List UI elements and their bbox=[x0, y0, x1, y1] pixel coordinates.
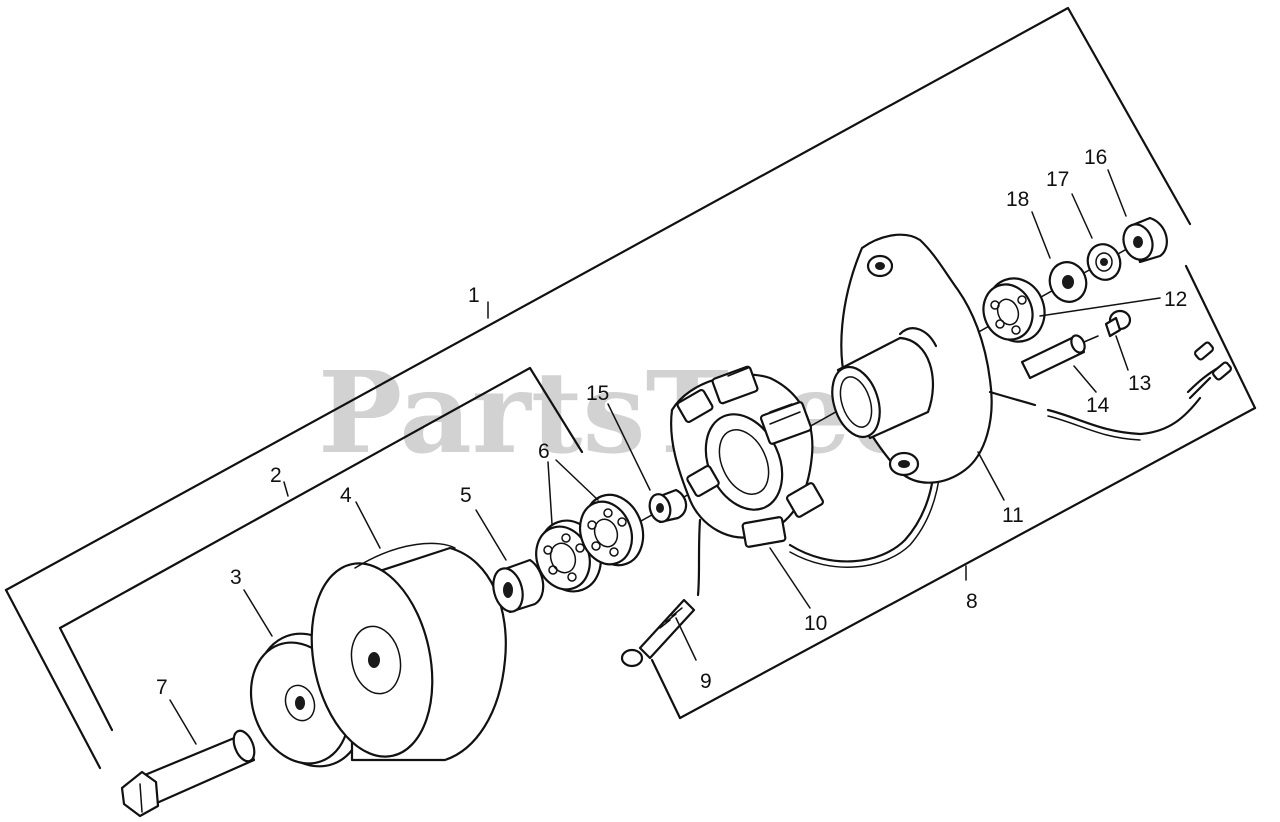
callout-13: 13 bbox=[1128, 372, 1151, 395]
watermark-text: PartsTree bbox=[318, 348, 922, 479]
bracket-assembly-8 bbox=[650, 264, 1257, 720]
bushing-part-15 bbox=[648, 488, 688, 524]
callout-18: 18 bbox=[1006, 188, 1029, 211]
nut-part-16 bbox=[1122, 216, 1168, 264]
callout-labels: 1 2 3 4 5 6 7 8 9 10 11 12 13 14 15 16 1… bbox=[156, 146, 1187, 699]
rectifier-part-14 bbox=[1020, 334, 1099, 380]
callout-4: 4 bbox=[340, 484, 352, 507]
callout-12: 12 bbox=[1164, 288, 1187, 311]
callout-2: 2 bbox=[270, 464, 282, 487]
leader-lines bbox=[169, 169, 1161, 745]
bearing-part-12 bbox=[982, 277, 1046, 343]
callout-5: 5 bbox=[460, 484, 472, 507]
screw-part-9 bbox=[620, 598, 696, 668]
bracket-assembly-1 bbox=[4, 6, 1192, 770]
drum-part-4 bbox=[310, 542, 507, 762]
lockwasher-part-17 bbox=[1086, 243, 1122, 281]
spacer-part-5 bbox=[492, 558, 545, 614]
housing-part-11 bbox=[831, 233, 1037, 484]
callout-15: 15 bbox=[586, 382, 609, 405]
callout-6: 6 bbox=[538, 440, 550, 463]
callout-3: 3 bbox=[230, 566, 242, 589]
callout-8: 8 bbox=[966, 590, 978, 613]
callout-16: 16 bbox=[1084, 146, 1107, 169]
watermark: PartsTree TM bbox=[318, 348, 922, 479]
screw-part-13 bbox=[1104, 309, 1132, 338]
wire-harness bbox=[1046, 341, 1232, 441]
stator-part-10 bbox=[670, 365, 824, 597]
callout-10: 10 bbox=[804, 612, 827, 635]
callout-1: 1 bbox=[468, 284, 480, 307]
callout-9: 9 bbox=[700, 670, 712, 693]
bracket-assembly-2 bbox=[58, 366, 584, 732]
callout-17: 17 bbox=[1046, 168, 1069, 191]
callout-7: 7 bbox=[156, 676, 168, 699]
callout-11: 11 bbox=[1002, 504, 1024, 527]
bearing-part-6b bbox=[578, 493, 645, 567]
bolt-part-7 bbox=[120, 729, 256, 818]
callout-14: 14 bbox=[1086, 394, 1110, 417]
washer-part-18 bbox=[1048, 261, 1088, 303]
